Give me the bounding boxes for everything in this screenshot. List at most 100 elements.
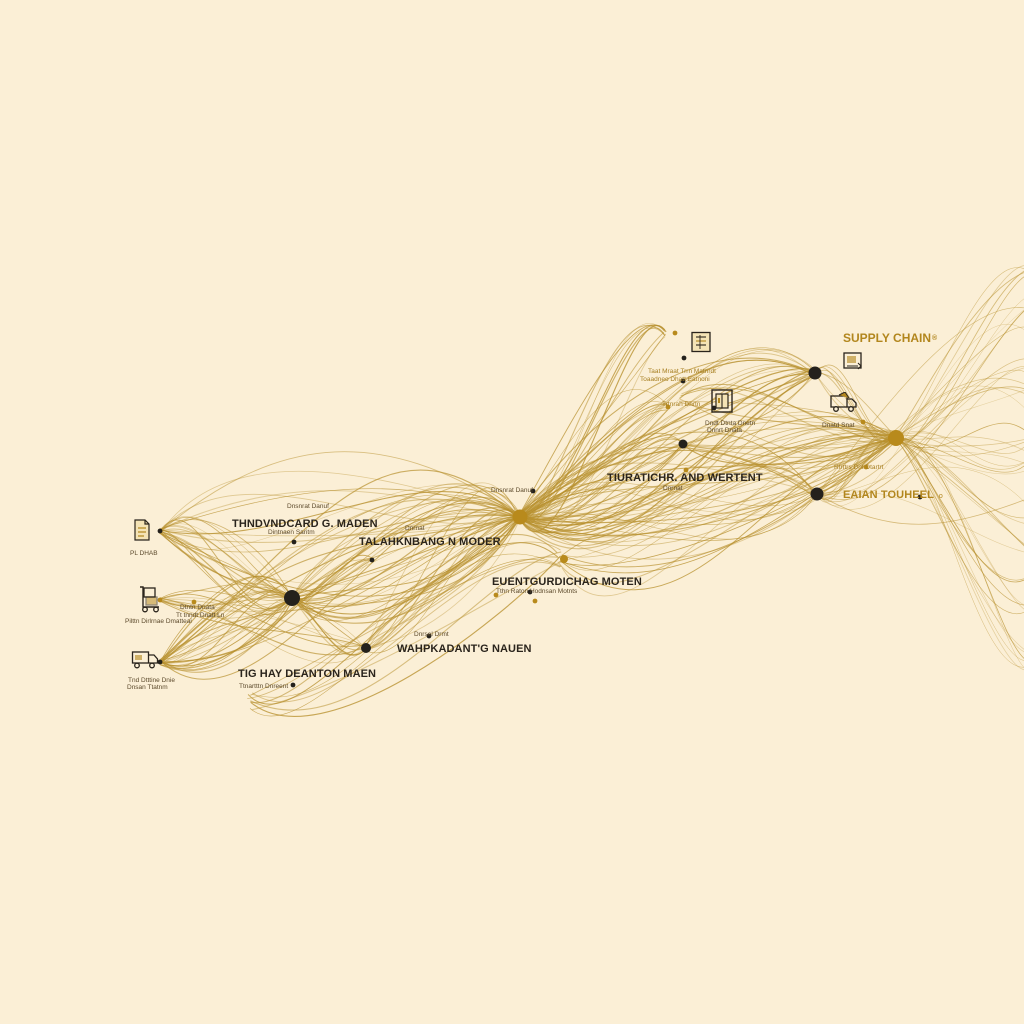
flow-endpoint: [532, 598, 538, 604]
small-label: Dnsnrat Danuf: [491, 487, 533, 494]
flow-line: [160, 515, 520, 585]
flow-node: [361, 643, 371, 653]
flow-line: [561, 439, 895, 556]
flow-line: [814, 367, 896, 442]
flow-endpoint: [680, 378, 686, 384]
flow-line: [159, 497, 521, 680]
flow-line: [159, 595, 292, 670]
small-label: Dndt Dtnta Dnetn: [705, 420, 756, 427]
flow-line: [291, 498, 521, 598]
flow-node: [678, 439, 688, 449]
flow-line: [894, 437, 1024, 464]
flow-line: [250, 555, 562, 717]
flow-line: [292, 497, 521, 598]
small-label: Taat Mraat Trrn Matnrdt: [648, 368, 716, 375]
flow-line: [159, 517, 522, 597]
flow-endpoint: [527, 589, 533, 595]
flow-line: [894, 432, 1024, 454]
flow-line: [158, 500, 520, 665]
flow-line: [894, 276, 1024, 441]
flow-line: [894, 270, 1024, 444]
flow-line: [290, 516, 521, 613]
flow-line: [520, 373, 815, 535]
flow-line: [292, 599, 366, 651]
flow-line: [292, 516, 521, 598]
flow-line: [816, 466, 1024, 503]
small-label: Dnrsel Drmt: [414, 631, 449, 638]
small-label: Pilttn Dirlrnae Dmatteai: [125, 618, 192, 625]
flow-line: [816, 377, 1024, 495]
flow-endpoint: [157, 528, 163, 534]
flow-line: [291, 486, 521, 597]
main-label-suffix: o: [938, 493, 943, 500]
flow-line: [519, 438, 896, 524]
flow-line: [159, 469, 520, 664]
title-text: SUPPLY CHAIN: [843, 331, 932, 345]
flow-line: [814, 371, 896, 437]
flow-node: [284, 590, 300, 606]
hand-truck-icon: [140, 586, 159, 613]
flow-line: [518, 352, 815, 515]
flow-line: [814, 371, 896, 437]
cargo-box-icon: [843, 352, 862, 370]
flow-endpoint: [369, 557, 375, 563]
flow-line: [159, 525, 293, 601]
flow-line: [249, 559, 561, 717]
flow-node: [560, 555, 568, 563]
shipping-truck-icon: [830, 392, 857, 412]
main-label: EAIAN TOUHEEL o: [843, 490, 943, 501]
flow-line: [816, 490, 1024, 553]
small-label: Tt tnndt Dnatt Ln: [176, 612, 225, 619]
flow-line: [894, 437, 1024, 546]
flow-line: [683, 439, 895, 470]
flow-line: [159, 596, 293, 664]
flow-line: [292, 515, 520, 601]
flow-line: [252, 553, 562, 698]
flow-line: [519, 325, 667, 532]
flow-line: [160, 596, 293, 664]
flow-line: [679, 398, 894, 457]
flow-endpoint: [426, 633, 432, 639]
flow-node: [810, 487, 824, 501]
flow-line: [816, 310, 1024, 500]
flow-line: [519, 465, 819, 526]
flow-line: [816, 366, 1024, 510]
flow-endpoint: [681, 355, 687, 361]
flow-line: [159, 518, 521, 537]
small-label: Toaadneo Dhatt Eatnoni: [640, 376, 710, 383]
flow-line: [816, 493, 1024, 525]
flow-line: [160, 516, 292, 600]
small-label: Rtrttrs Dnt Dtartrt: [834, 464, 884, 471]
flow-line: [894, 437, 1024, 547]
flow-line: [363, 518, 521, 646]
main-label: TIG HAY DEANTON MAEN: [238, 668, 377, 680]
flow-line: [894, 437, 1024, 659]
flow-line: [682, 437, 895, 449]
flow-line: [894, 437, 1024, 581]
flow-line: [894, 437, 1024, 606]
small-label: PL DHAB: [130, 550, 158, 557]
flow-line: [519, 440, 895, 518]
flow-line: [520, 323, 665, 519]
flow-endpoint: [863, 464, 869, 470]
main-label: TIURATICHR. AND WERTENT: [607, 472, 763, 484]
flow-line: [519, 404, 668, 520]
flow-line: [519, 434, 897, 540]
flow-line: [160, 598, 293, 613]
flow-line: [159, 576, 293, 663]
flow-endpoint: [493, 592, 499, 598]
flow-line: [521, 481, 819, 515]
flow-line: [364, 518, 521, 650]
flow-line: [159, 498, 521, 664]
flow-line: [518, 403, 669, 518]
flow-line: [520, 389, 669, 515]
flow-line: [520, 333, 666, 515]
flow-line: [518, 435, 896, 521]
flow-line: [894, 436, 1024, 451]
flow-line: [894, 369, 1024, 439]
small-label: Dintnaen Saritm: [268, 529, 315, 536]
delivery-truck-icon: [131, 651, 159, 669]
flow-line: [816, 358, 1024, 503]
flow-line: [520, 409, 668, 523]
flow-line: [894, 437, 1024, 473]
